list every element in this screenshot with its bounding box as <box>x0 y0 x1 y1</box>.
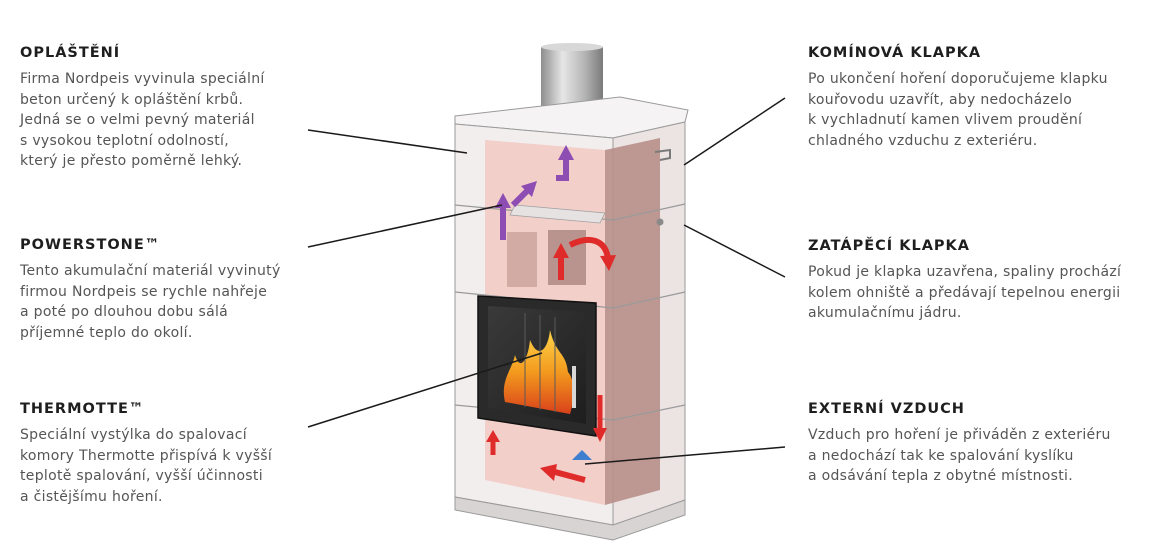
hot-arrow-head <box>540 464 557 481</box>
callout-title: EXTERNÍ VZDUCH <box>808 401 965 417</box>
chimney-damper-handle <box>654 148 671 161</box>
callout-text: Firma Nordpeis vyvinula speciální beton … <box>20 71 265 170</box>
leader-line-thermotte <box>307 352 543 428</box>
callout-title: POWERSTONE™ <box>20 237 161 253</box>
leader-line-kominova-klapka <box>683 97 786 166</box>
callout-text: Po ukončení hoření doporučujeme klapku k… <box>808 71 1108 149</box>
callout-externi-vzduch: EXTERNÍ VZDUCH Vzduch pro hoření je přiv… <box>808 401 1158 487</box>
leader-line-externi-vzduch <box>584 446 786 465</box>
smoke-arrow-head <box>521 181 537 197</box>
inner-stone <box>507 232 537 287</box>
callout-text: Vzduch pro hoření je přiváděn z exteriér… <box>808 427 1111 485</box>
callout-zatapeci-klapka: ZATÁPĚCÍ KLAPKA Pokud je klapka uzavřena… <box>808 238 1158 324</box>
callout-title: OPLÁŠTĚNÍ <box>20 45 121 61</box>
callout-title: ZATÁPĚCÍ KLAPKA <box>808 238 970 254</box>
callout-title: KOMÍNOVÁ KLAPKA <box>808 45 982 61</box>
hot-arrow-head <box>593 428 607 442</box>
callout-kominova-klapka: KOMÍNOVÁ KLAPKA Po ukončení hoření dopor… <box>808 45 1158 151</box>
smoke-arrow <box>556 158 569 181</box>
smoke-arrow <box>510 187 531 208</box>
leader-line-zatapeci-klapka <box>683 224 786 278</box>
callout-oplasteni: OPLÁŠTĚNÍ Firma Nordpeis vyvinula speciá… <box>20 45 320 172</box>
callout-text: Pokud je klapka uzavřena, spaliny prochá… <box>808 264 1122 322</box>
callout-powerstone: POWERSTONE™ Tento akumulační materiál vy… <box>20 237 320 343</box>
flame <box>503 330 574 414</box>
segment-line <box>612 203 686 221</box>
hot-arrow-head <box>553 243 569 258</box>
hot-arrow <box>554 469 586 483</box>
firebox-handle <box>572 366 576 408</box>
callout-title: THERMOTTE™ <box>20 401 145 417</box>
smoke-arrow-head <box>495 193 511 208</box>
callout-text: Speciální vystýlka do spalovací komory T… <box>20 427 273 505</box>
segment-line <box>612 291 686 309</box>
powerstone-core-side <box>605 138 660 505</box>
leader-line-oplasteni <box>307 129 468 154</box>
callout-thermotte: THERMOTTE™ Speciální vystýlka do spalova… <box>20 401 320 507</box>
baffle-plate <box>509 204 606 224</box>
hot-arrow-head <box>600 255 616 271</box>
stove-base <box>454 496 686 541</box>
segment-line <box>612 404 686 421</box>
callout-text: Tento akumulační materiál vyvinutý firmo… <box>20 263 281 341</box>
hot-arrow <box>568 236 611 259</box>
smoke-arrow-head <box>558 145 574 160</box>
draught-damper-knob <box>656 218 664 226</box>
leader-line-powerstone <box>307 204 503 248</box>
chimney-pipe-top <box>541 43 603 51</box>
hot-arrow-head <box>486 430 500 442</box>
cold-air-arrow <box>572 450 592 460</box>
